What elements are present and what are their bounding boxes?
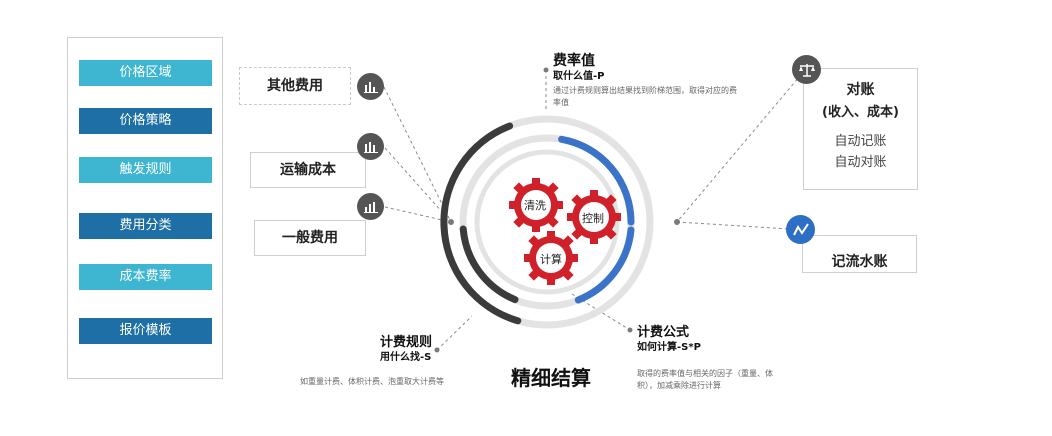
reconcile-subtitle: (收入、成本) [804, 101, 917, 120]
rule-subtitle: 用什么找-S [380, 348, 431, 363]
card-general-fee-label: 一般费用 [282, 230, 338, 246]
card-other-fee-label: 其他费用 [267, 78, 323, 94]
rule-description: 如重量计费、体积计费、泡重取大计费等 [300, 376, 448, 388]
card-general-fee: 一般费用 [254, 220, 366, 256]
trend-line-icon [786, 215, 815, 244]
bar-chart-icon [357, 73, 384, 100]
card-ledger: 记流水账 [802, 235, 917, 273]
gear-control-label: 控制 [582, 210, 604, 226]
bar-chart-icon [357, 193, 384, 220]
bar-chart-icon [357, 133, 384, 160]
gear-clean-label: 清洗 [524, 197, 546, 213]
gear-calc-label: 计算 [540, 251, 562, 267]
reconcile-line1: 自动记账 [804, 130, 917, 149]
formula-subtitle: 如何计算-S*P [637, 338, 701, 353]
rate-description: 通过计费规则算出结果找到阶梯范围，取得对应的费率值 [553, 85, 743, 109]
rate-subtitle: 取什么值-P [553, 67, 604, 82]
card-reconcile: 对账 (收入、成本) 自动记账 自动对账 [803, 68, 918, 190]
card-transport-cost: 运输成本 [250, 152, 366, 188]
formula-description: 取得的费率值与相关的因子（重量、体积），加减乘除进行计算 [637, 368, 792, 392]
scale-icon [792, 55, 821, 84]
center-title: 精细结算 [511, 362, 591, 391]
card-transport-cost-label: 运输成本 [280, 162, 336, 178]
reconcile-title: 对账 [804, 79, 917, 99]
card-other-fee: 其他费用 [239, 67, 351, 105]
ledger-label: 记流水账 [832, 254, 888, 270]
reconcile-line2: 自动对账 [804, 151, 917, 170]
